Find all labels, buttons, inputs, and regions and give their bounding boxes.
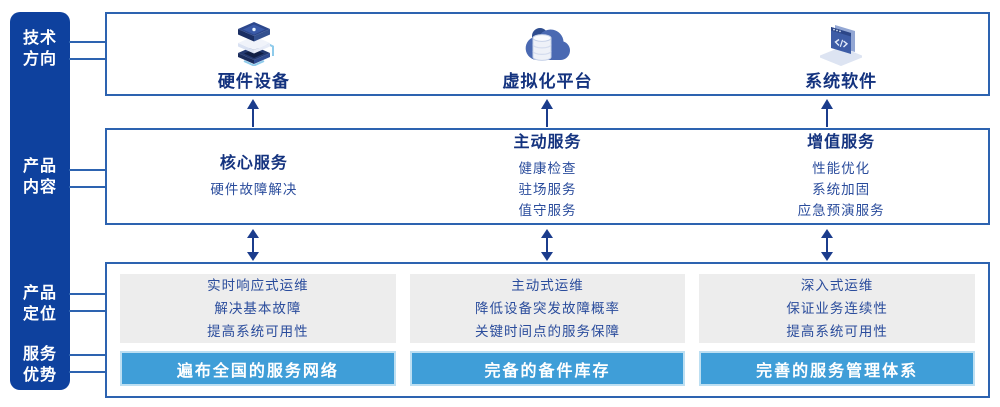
connector-line xyxy=(69,186,106,188)
service-item: 性能优化 xyxy=(812,161,871,176)
arrow-up-down-icon xyxy=(820,229,834,266)
connector-line xyxy=(69,169,106,171)
arrow-up-icon xyxy=(820,99,834,132)
connector-line xyxy=(69,310,106,312)
connector-line xyxy=(69,293,106,295)
rail-label-service-advantage: 服务 优势 xyxy=(10,344,70,386)
positioning-card: 实时响应式运维 解决基本故障 提高系统可用性 xyxy=(120,274,396,343)
positioning-column-indepth: 深入式运维 保证业务连续性 提高系统可用性 完善的服务管理体系 xyxy=(699,274,976,386)
positioning-line: 提高系统可用性 xyxy=(207,324,309,339)
positioning-line: 提高系统可用性 xyxy=(786,324,888,339)
positioning-line: 降低设备突发故障概率 xyxy=(475,301,620,316)
positioning-line: 实时响应式运维 xyxy=(207,278,309,293)
service-item: 值守服务 xyxy=(518,203,577,218)
arrow-up-icon xyxy=(246,99,260,132)
arrow-up-icon xyxy=(540,99,554,132)
positioning-card: 深入式运维 保证业务连续性 提高系统可用性 xyxy=(699,274,976,343)
rail-label-tech-direction: 技术 方向 xyxy=(10,28,70,70)
positioning-line: 深入式运维 xyxy=(800,278,874,293)
positioning-column-proactive: 主动式运维 降低设备突发故障概率 关键时间点的服务保障 完备的备件库存 xyxy=(409,274,686,386)
tech-label: 系统软件 xyxy=(805,72,878,91)
positioning-panel: 实时响应式运维 解决基本故障 提高系统可用性 遍布全国的服务网络 主动式运维 降… xyxy=(105,262,990,398)
advantage-banner: 完备的备件库存 xyxy=(409,351,686,386)
arrow-up-down-icon xyxy=(540,229,554,266)
positioning-line: 保证业务连续性 xyxy=(786,301,888,316)
rail-label-line: 服务 xyxy=(22,346,57,363)
positioning-card: 主动式运维 降低设备突发故障概率 关键时间点的服务保障 xyxy=(409,274,686,343)
advantage-banner: 遍布全国的服务网络 xyxy=(120,351,396,386)
code-window-icon xyxy=(815,16,867,66)
connector-line xyxy=(69,371,106,373)
service-heading: 增值服务 xyxy=(807,134,876,151)
service-item: 健康检查 xyxy=(518,161,577,176)
rail-label-line: 产品 xyxy=(22,158,57,175)
rail-label-line: 产品 xyxy=(22,285,57,302)
hardware-stack-icon xyxy=(228,16,280,66)
tech-label: 硬件设备 xyxy=(217,72,290,91)
advantage-banner: 完善的服务管理体系 xyxy=(699,351,976,386)
rail-label-line: 定位 xyxy=(22,306,57,323)
service-item: 驻场服务 xyxy=(518,182,577,197)
service-item: 系统加固 xyxy=(812,182,871,197)
positioning-line: 关键时间点的服务保障 xyxy=(475,324,620,339)
positioning-line: 解决基本故障 xyxy=(214,301,302,316)
service-heading: 核心服务 xyxy=(219,155,288,172)
tech-column-virtualization: 虚拟化平台 xyxy=(401,14,695,94)
tech-column-hardware: 硬件设备 xyxy=(107,14,401,94)
tech-label: 虚拟化平台 xyxy=(502,72,593,91)
rail-label-product-content: 产品 内容 xyxy=(10,156,70,198)
rail-label-product-positioning: 产品 定位 xyxy=(10,283,70,325)
connector-line xyxy=(69,354,106,356)
rail-label-line: 方向 xyxy=(22,51,57,68)
connector-line xyxy=(69,41,106,43)
product-content-panel: 核心服务 硬件故障解决 主动服务 健康检查 驻场服务 值守服务 增值服务 性能优… xyxy=(105,128,990,225)
service-column-core: 核心服务 硬件故障解决 xyxy=(107,130,401,223)
positioning-column-realtime: 实时响应式运维 解决基本故障 提高系统可用性 遍布全国的服务网络 xyxy=(120,274,396,386)
left-category-rail xyxy=(10,12,70,390)
service-column-proactive: 主动服务 健康检查 驻场服务 值守服务 xyxy=(401,130,695,223)
tech-column-system-software: 系统软件 xyxy=(694,14,988,94)
service-heading: 主动服务 xyxy=(513,134,582,151)
rail-label-line: 内容 xyxy=(22,179,57,196)
connector-line xyxy=(69,58,106,60)
service-item: 硬件故障解决 xyxy=(210,182,298,197)
cloud-database-icon xyxy=(522,16,574,66)
service-item: 应急预演服务 xyxy=(797,203,885,218)
positioning-line: 主动式运维 xyxy=(511,278,584,293)
rail-label-line: 技术 xyxy=(22,30,57,47)
service-column-value-added: 增值服务 性能优化 系统加固 应急预演服务 xyxy=(694,130,988,223)
rail-label-line: 优势 xyxy=(22,367,57,384)
arrow-up-down-icon xyxy=(246,229,260,266)
tech-direction-panel: 硬件设备 虚拟化平台 xyxy=(105,12,990,96)
